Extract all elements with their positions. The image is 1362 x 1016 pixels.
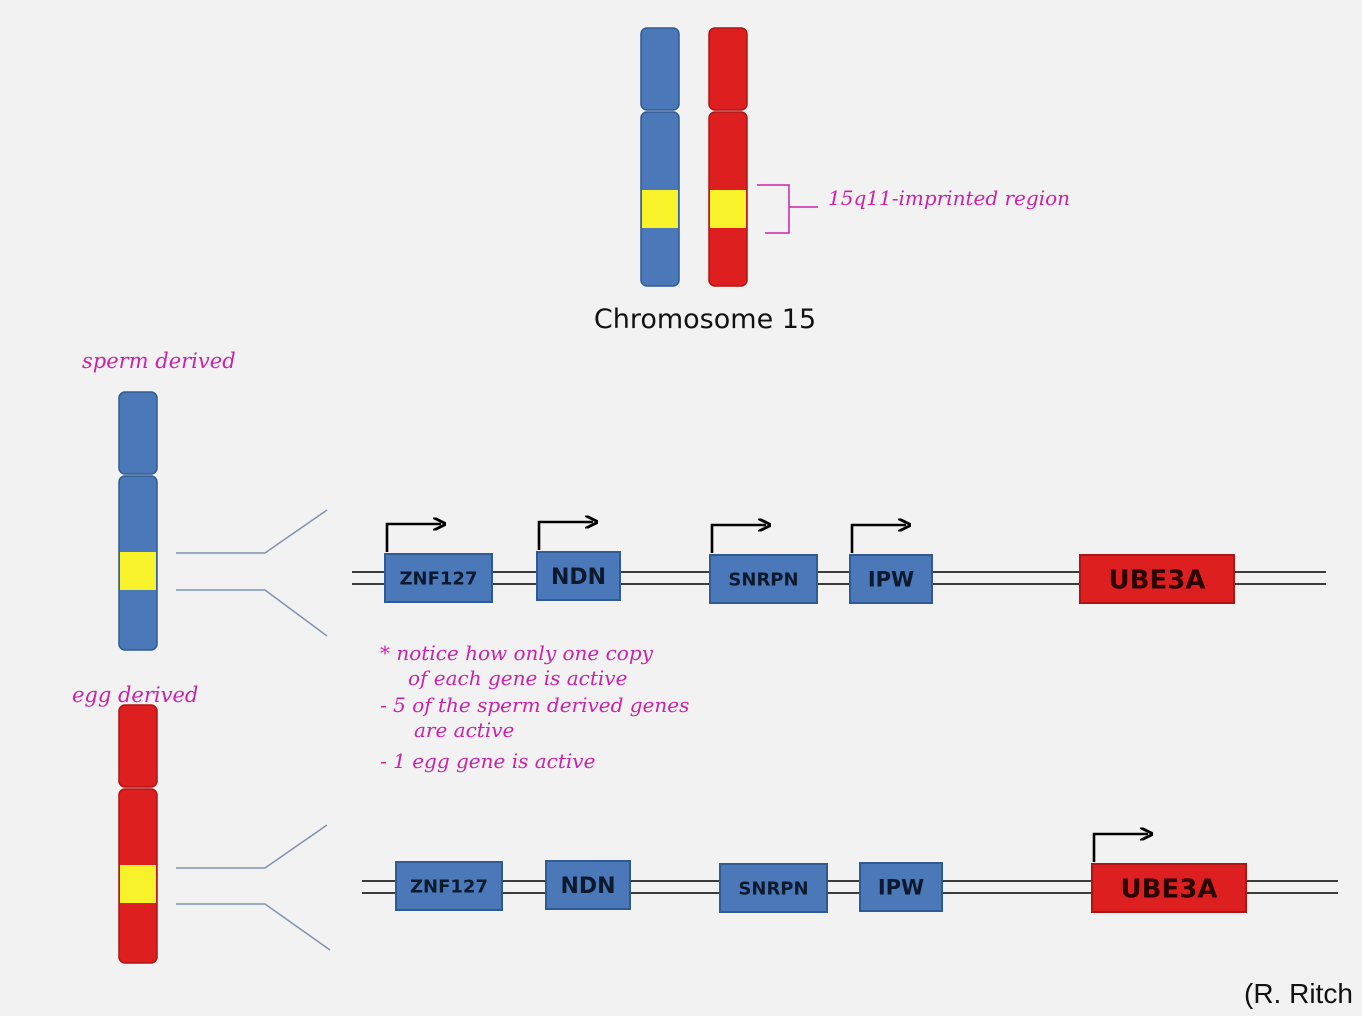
egg-gene-label-snrpn: SNRPN: [738, 878, 808, 899]
sperm-gene-track: ZNF127 NDN SNRPN IPW UBE3A: [352, 522, 1326, 604]
egg-chromosome: [118, 704, 158, 964]
egg-zoom-lines: [176, 824, 331, 951]
egg-promoter-arrow-icon-ube3a: [1092, 834, 1148, 862]
egg-gene-box-ipw: [859, 862, 943, 912]
note-line: are active: [414, 718, 514, 742]
region-annotation: 15q11-imprinted region: [828, 186, 1070, 210]
egg-gene-label-ipw: IPW: [878, 876, 924, 900]
egg-gene-label-ndn: NDN: [560, 874, 615, 899]
egg-gene-box-ndn: [545, 860, 631, 910]
sperm-gene-box-znf127: [384, 553, 493, 603]
imprinted-region-band: [120, 865, 156, 903]
maternal-chromosome-top: [708, 27, 748, 287]
top-chromosome-pair: Chromosome 15: [594, 27, 816, 335]
credit-text: (R. Ritch: [1244, 978, 1353, 1009]
sperm-gene-label-ipw: IPW: [868, 568, 914, 592]
egg-gene-label-ube3a: UBE3A: [1121, 874, 1218, 904]
sperm-gene-label-ube3a: UBE3A: [1109, 565, 1206, 595]
sperm-promoter-arrow-icon-snrpn: [710, 525, 766, 553]
sperm-zoom-lines: [176, 509, 328, 637]
paternal-chromosome-top: [640, 27, 680, 287]
region-bracket-icon: [757, 184, 818, 234]
egg-label: egg derived: [72, 683, 198, 707]
sperm-gene-label-snrpn: SNRPN: [728, 569, 798, 590]
sperm-gene-box-ipw: [849, 554, 933, 604]
imprinted-region-band: [120, 552, 156, 590]
sperm-gene-label-znf127: ZNF127: [400, 568, 478, 589]
egg-gene-label-znf127: ZNF127: [410, 876, 488, 897]
sperm-gene-box-ndn: [536, 551, 621, 601]
note-line: * notice how only one copy: [380, 641, 654, 665]
sperm-promoter-arrow-icon-ipw: [850, 525, 906, 553]
imprinted-region-band: [642, 190, 678, 228]
sperm-gene-box-ube3a: [1079, 554, 1235, 604]
sperm-gene-box-snrpn: [709, 554, 818, 604]
sperm-label: sperm derived: [82, 349, 236, 373]
note-line: - 1 egg gene is active: [380, 749, 595, 773]
chromosome-title: Chromosome 15: [594, 304, 816, 335]
egg-gene-track: ZNF127 NDN SNRPN IPW UBE3A: [362, 834, 1338, 913]
sperm-gene-label-ndn: NDN: [551, 565, 606, 590]
sperm-promoter-arrow-icon-ndn: [537, 522, 593, 550]
note-line: of each gene is active: [408, 666, 627, 690]
egg-gene-box-snrpn: [719, 863, 828, 913]
sperm-chromosome: [118, 391, 158, 651]
egg-gene-box-znf127: [395, 861, 503, 911]
note-line: - 5 of the sperm derived genes: [380, 693, 689, 717]
imprinted-region-band: [710, 190, 746, 228]
egg-gene-box-ube3a: [1091, 863, 1247, 913]
sperm-promoter-arrow-icon-znf127: [385, 524, 441, 552]
